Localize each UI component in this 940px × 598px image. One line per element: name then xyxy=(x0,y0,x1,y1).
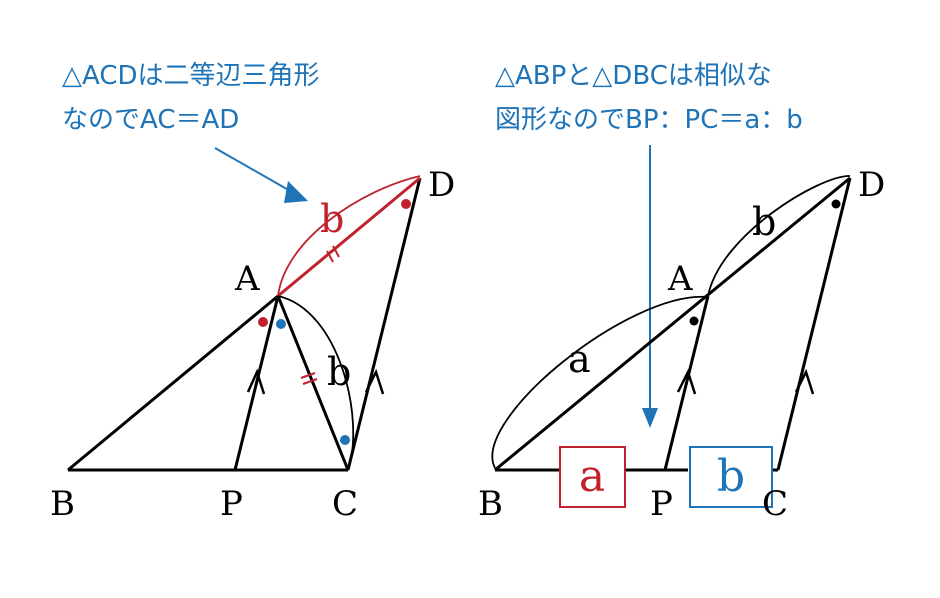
left-note-line2: なのでAC＝AD xyxy=(62,105,239,135)
right-label-D: D xyxy=(858,165,885,205)
right-label-B: B xyxy=(478,484,503,524)
right-angle-dot-D xyxy=(831,199,841,209)
left-tick-AC-1 xyxy=(300,372,316,379)
right-figure: △ABPと△DBCは相似な 図形なのでBP：PC＝a：b a b A B P C… xyxy=(478,61,885,524)
left-tick-AD-2 xyxy=(332,245,340,258)
right-box-a xyxy=(559,446,626,508)
right-pointer-arrowhead xyxy=(642,408,658,428)
right-line-AP xyxy=(663,295,710,471)
left-parallel-mark-AP xyxy=(246,368,266,395)
right-angle-dot-A xyxy=(689,316,699,326)
left-angle-dot-red-A xyxy=(258,317,268,327)
right-arc-b xyxy=(707,175,851,297)
left-line-CD xyxy=(346,177,422,471)
left-arc-AD xyxy=(277,175,421,297)
left-parallel-mark-CD xyxy=(364,368,385,395)
right-label-a: a xyxy=(568,337,591,381)
right-note-line1: △ABPと△DBCは相似な xyxy=(495,61,772,91)
left-line-AC xyxy=(276,295,350,471)
left-angle-dot-blue-C xyxy=(340,435,350,445)
right-label-C: C xyxy=(762,484,788,524)
left-line-BA xyxy=(67,294,279,472)
left-pointer-arrowhead xyxy=(284,181,308,203)
right-line-DC xyxy=(776,177,852,471)
right-arc-a xyxy=(491,296,709,469)
left-label-P: P xyxy=(220,484,243,524)
left-pointer-line xyxy=(214,147,293,193)
right-label-b: b xyxy=(752,200,776,244)
left-note-line1: △ACDは二等辺三角形 xyxy=(62,61,320,91)
right-label-A: A xyxy=(667,259,693,299)
right-parallel-mark-DC xyxy=(794,368,815,395)
left-tick-AD-1 xyxy=(326,250,334,263)
right-box-a-label: a xyxy=(579,451,605,502)
left-line-AD-red xyxy=(277,176,421,298)
left-figure: △ACDは二等辺三角形 なのでAC＝AD A B P C D xyxy=(50,61,455,524)
left-line-AP xyxy=(233,295,280,471)
left-label-D: D xyxy=(428,165,455,205)
right-label-P: P xyxy=(650,484,673,524)
left-arc-AC xyxy=(277,295,355,471)
left-tick-AC-2 xyxy=(302,378,318,385)
left-label-b-black: b xyxy=(327,350,351,394)
right-note-line2: 図形なのでBP：PC＝a：b xyxy=(495,105,803,135)
right-parallel-mark-AP xyxy=(676,368,697,395)
left-label-C: C xyxy=(332,484,358,524)
left-label-b-red: b xyxy=(320,197,344,241)
left-label-A: A xyxy=(234,259,260,299)
right-box-b-label: b xyxy=(717,451,745,502)
left-label-B: B xyxy=(50,484,75,524)
right-line-BD xyxy=(494,176,851,472)
right-box-b xyxy=(689,446,773,508)
left-angle-dot-blue-A xyxy=(276,319,286,329)
left-angle-dot-red-D xyxy=(401,199,411,209)
